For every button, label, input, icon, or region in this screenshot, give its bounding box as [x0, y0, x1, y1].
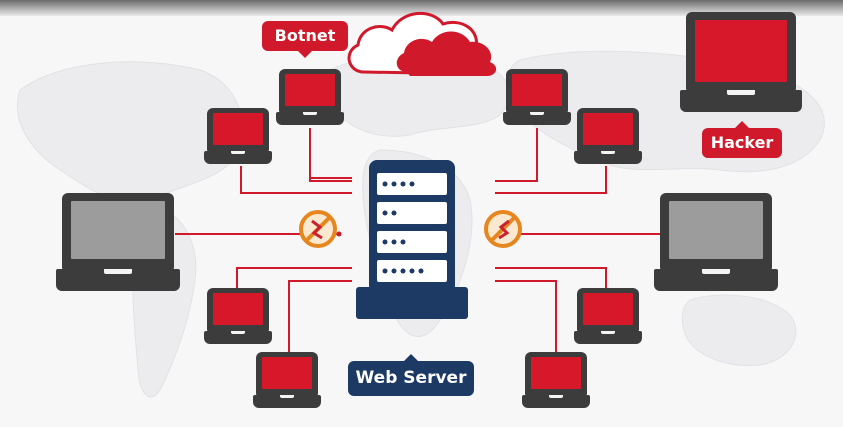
hacker-laptop: [680, 12, 802, 112]
botnet-laptop: [204, 288, 272, 344]
botnet-laptop: [574, 288, 642, 344]
botnet-label: Botnet: [262, 21, 348, 58]
target-laptop: [654, 193, 778, 291]
blocked-icon: [299, 210, 337, 248]
hacker-label: Hacker: [702, 121, 782, 158]
botnet-laptop: [276, 69, 344, 125]
botnet-laptop: [204, 108, 272, 164]
botnet-laptop: [253, 352, 321, 408]
botnet-laptop: [522, 352, 590, 408]
connection-lines: [175, 128, 660, 355]
botnet-laptop: [503, 69, 571, 125]
web-server-label: Web Server: [348, 354, 474, 396]
target-laptop: [56, 193, 180, 291]
botnet-laptop: [574, 108, 642, 164]
blocked-icon: [484, 210, 522, 248]
server-icon: [356, 160, 468, 319]
top-bar: [0, 0, 843, 16]
cloud-icon: [347, 11, 497, 76]
